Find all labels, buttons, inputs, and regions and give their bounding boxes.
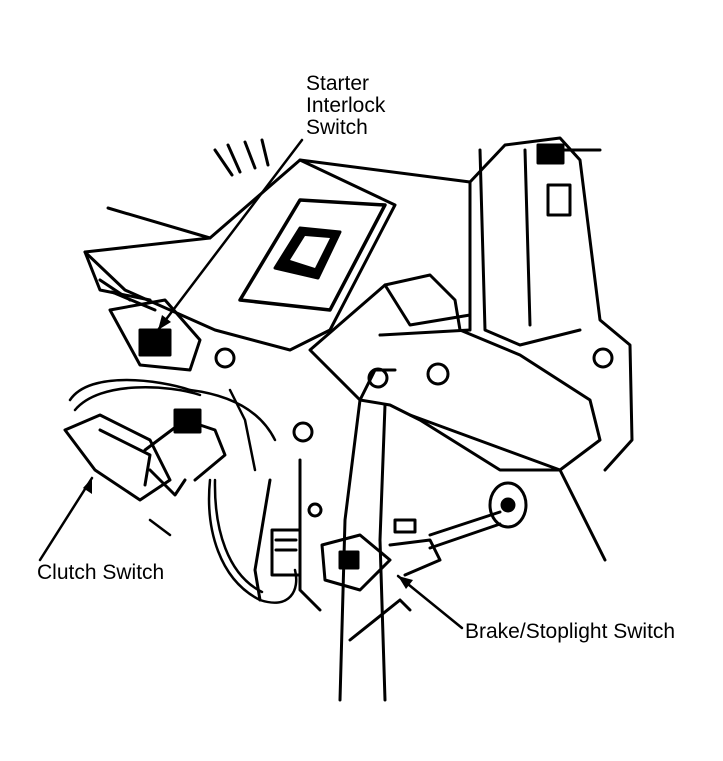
brake-stoplight-switch-label: Brake/Stoplight Switch [465,620,676,643]
starter-interlock-switch-label: Starter Interlock Switch [306,73,385,139]
pedal-support [308,273,614,562]
column-bracket [83,158,397,352]
leader-arrowheads [83,315,413,589]
starter-label-line-1: Starter [306,72,370,95]
dashboard-panel [106,136,634,472]
brake-stoplight-switch-shape [270,518,442,592]
starter-interlock-switch-shape [98,278,236,372]
clutch-switch-shape [63,408,227,502]
clutch-arrowhead [83,478,92,494]
starter-leader-line [156,138,304,332]
starter-label-line-3: Switch [306,116,368,139]
clutch-leader-line [38,476,94,562]
brake-arrowhead [398,576,413,589]
starter-label-line-2: Interlock [306,94,386,117]
clutch-pedal-arm [253,421,323,612]
wiring-harness [68,378,298,604]
starter-arrowhead [158,315,171,330]
clutch-switch-label: Clutch Switch [37,561,165,584]
leader-lines [38,138,464,630]
brake-pushrod [428,481,528,550]
brake-pedal-arm [338,398,412,702]
